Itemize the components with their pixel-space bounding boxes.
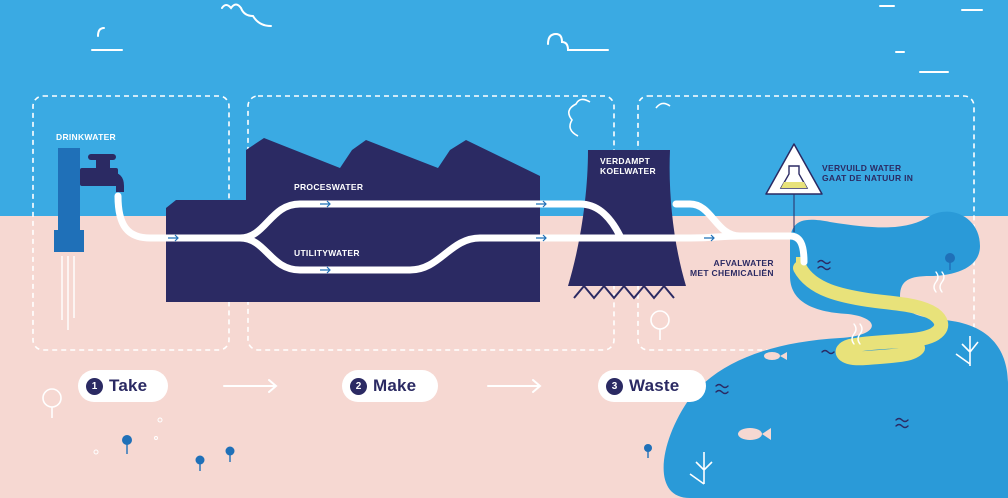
stage-number: 2	[350, 378, 367, 395]
label-vervuild-water: VERVUILD WATER GAAT DE NATUUR IN	[822, 163, 913, 183]
stage-label: Waste	[629, 376, 679, 396]
label-drinkwater: DRINKWATER	[56, 132, 116, 142]
tap-icon	[54, 148, 124, 330]
stage-label: Take	[109, 376, 147, 396]
label-utilitywater: UTILITYWATER	[294, 248, 360, 258]
stage-make: 2 Make	[342, 370, 438, 402]
label-proceswater: PROCESWATER	[294, 182, 363, 192]
stage-number: 3	[606, 378, 623, 395]
stage-label: Make	[373, 376, 416, 396]
label-afvalwater: AFVALWATER MET CHEMICALIËN	[690, 258, 774, 278]
stage-take: 1 Take	[78, 370, 168, 402]
stage-number: 1	[86, 378, 103, 395]
label-verdampt-koelwater: VERDAMPT KOELWATER	[600, 156, 656, 176]
cooling-tower-legs	[574, 286, 674, 298]
stage-waste: 3 Waste	[598, 370, 706, 402]
